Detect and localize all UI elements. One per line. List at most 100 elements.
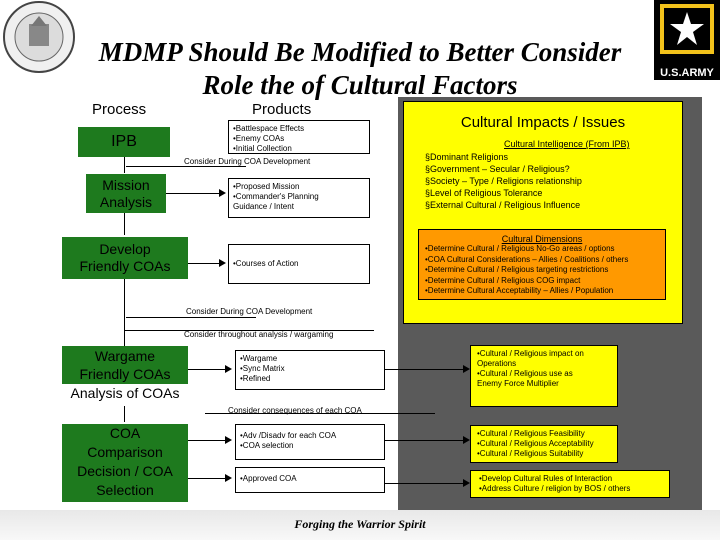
connector-ipb-down [124, 153, 125, 173]
arrow-to-cultural-wargame-head [463, 365, 470, 373]
intel-item: §Level of Religious Tolerance [425, 188, 543, 198]
process-develop-coas: Develop Friendly COAs [62, 237, 188, 279]
process-mission-analysis: Mission Analysis [86, 174, 166, 213]
product-mission: •Proposed Mission •Commander's Planning … [228, 178, 370, 218]
us-army-logo: U.S.ARMY [654, 0, 720, 80]
cultural-dimensions-title: Cultural Dimensions [501, 234, 583, 244]
dimension-item: •Determine Cultural / Religious COG impa… [425, 275, 581, 285]
cultural-impacts-header: Cultural Impacts / Issues [460, 114, 626, 131]
process-ipb: IPB [78, 127, 170, 157]
title-line-1: MDMP Should Be Modified to Better Consid… [98, 37, 622, 67]
connector-mission-down [124, 213, 125, 235]
dimension-item: •COA Cultural Considerations – Allies / … [425, 254, 629, 264]
footer-strip [0, 510, 720, 540]
product-comparison: •Adv /Disadv for each COA •COA selection [235, 424, 385, 460]
product-comparison-item: •Adv /Disadv for each COA [240, 431, 337, 440]
arrow-comparison-line [188, 440, 225, 441]
cultural-intel-list: §Dominant Religions §Government – Secula… [425, 151, 582, 211]
arrow-mission-head [219, 189, 226, 197]
consider-dev-line-2 [126, 317, 256, 318]
arrow-decision-head [225, 474, 232, 482]
cultural-wargame-item: Operations [477, 359, 517, 368]
process-ipb-label: IPB [111, 133, 137, 150]
process-decision-line2: Selection [96, 482, 154, 498]
intel-item: §Dominant Religions [425, 152, 509, 162]
product-wargame-item: •Refined [240, 374, 271, 383]
cultural-comparison-item: •Cultural / Religious Suitability [477, 449, 584, 458]
arrow-develop-head [219, 259, 226, 267]
consider-throughout-note: Consider throughout analysis / wargaming [184, 330, 334, 339]
arrow-to-cultural-wargame [385, 369, 463, 370]
product-ipb-item: •Battlespace Effects [233, 124, 305, 133]
arrow-comparison-head [225, 436, 232, 444]
cultural-decision-item: •Develop Cultural Rules of Interaction [479, 474, 613, 483]
intel-item: §Government – Secular / Religious? [425, 164, 570, 174]
intel-item: §Society – Type / Religions relationship [425, 176, 582, 186]
cultural-comparison-item: •Cultural / Religious Feasibility [477, 429, 585, 438]
cultural-comparison-box: •Cultural / Religious Feasibility •Cultu… [470, 425, 618, 463]
cultural-decision-box: •Develop Cultural Rules of Interaction •… [470, 470, 670, 498]
arrow-wargame-head [225, 365, 232, 373]
process-analysis-label: Analysis of COAs [70, 385, 180, 401]
cultural-wargame-box: •Cultural / Religious impact on Operatio… [470, 345, 618, 407]
title-line-2: Role the of Cultural Factors [202, 70, 518, 100]
product-wargame-item: •Sync Matrix [240, 364, 285, 373]
product-ipb-item: •Enemy COAs [233, 134, 285, 143]
product-mission-item: Guidance / Intent [233, 202, 294, 211]
cultural-wargame-item: •Cultural / Religious use as [477, 369, 573, 378]
dimension-item: •Determine Cultural / Religious targetin… [425, 265, 609, 274]
footer-tagline: Forging the Warrior Spirit [294, 517, 426, 531]
arrow-to-cultural-comparison [385, 440, 463, 441]
consider-consequences-note: Consider consequences of each COA [228, 406, 362, 415]
consider-consequences-line [205, 413, 435, 414]
arrow-mission-line [166, 193, 219, 194]
cultural-intel-title: Cultural Intelligence (From IPB) [504, 139, 630, 149]
cultural-wargame-item: Enemy Force Multiplier [477, 379, 559, 388]
consider-dev-note-2: Consider During COA Development [186, 307, 313, 316]
product-develop: •Courses of Action [228, 244, 370, 284]
arrow-to-cultural-decision [385, 483, 463, 484]
arrow-develop-line [188, 263, 219, 264]
cultural-dimensions-box: Cultural Dimensions •Determine Cultural … [418, 229, 666, 300]
dimension-item: •Determine Cultural / Religious No-Go ar… [425, 244, 615, 253]
cultural-decision-item: •Address Culture / religion by BOS / oth… [479, 484, 631, 493]
process-wargame: Wargame Friendly COAs [62, 346, 188, 384]
dimension-item: •Determine Cultural Acceptability – Alli… [425, 286, 614, 295]
product-ipb-item: •Initial Collection [233, 144, 292, 153]
products-header: Products [252, 101, 312, 118]
product-wargame-item: •Wargame [240, 354, 278, 363]
cultural-dimensions-list: •Determine Cultural / Religious No-Go ar… [425, 244, 628, 297]
product-develop-item: •Courses of Action [233, 259, 299, 268]
process-analysis-group: Wargame Friendly COAs Analysis of COAs [62, 346, 188, 406]
consider-throughout-line [124, 330, 374, 331]
department-seal-logo [2, 0, 76, 74]
process-coa-comparison-decision: COA Comparison Decision / COA Selection [62, 424, 188, 502]
connector-develop-down [124, 278, 125, 330]
consider-dev-note-1: Consider During COA Development [184, 157, 311, 166]
product-ipb: •Battlespace Effects •Enemy COAs •Initia… [228, 120, 370, 154]
arrow-to-cultural-comparison-head [463, 436, 470, 444]
process-wargame-line1: Wargame [94, 348, 156, 364]
process-coa-line2: Comparison [87, 444, 163, 460]
process-develop-line2: Friendly COAs [79, 258, 171, 274]
arrow-decision-line [188, 478, 225, 479]
intel-item: §External Cultural / Religious Influence [425, 200, 581, 210]
product-mission-item: •Proposed Mission [233, 182, 300, 191]
cultural-wargame-item: •Cultural / Religious impact on [477, 349, 584, 358]
process-header: Process [92, 101, 147, 118]
process-mission-line1: Mission [102, 177, 150, 193]
army-logo-text: U.S.ARMY [660, 67, 714, 79]
process-coa-line1: COA [109, 425, 141, 441]
cultural-comparison-item: •Cultural / Religious Acceptability [477, 439, 594, 448]
slide-title: MDMP Should Be Modified to Better Consid… [80, 36, 640, 102]
product-comparison-item: •COA selection [240, 441, 294, 450]
arrow-wargame-line [188, 369, 225, 370]
connector-analysis-down [124, 406, 125, 422]
process-develop-line1: Develop [99, 241, 151, 257]
arrow-to-cultural-decision-head [463, 479, 470, 487]
process-decision-line1: Decision / COA [77, 463, 173, 479]
product-decision: •Approved COA [235, 467, 385, 493]
product-wargame: •Wargame •Sync Matrix •Refined [235, 350, 385, 390]
process-wargame-line2: Friendly COAs [79, 366, 171, 382]
product-decision-item: •Approved COA [240, 474, 297, 483]
